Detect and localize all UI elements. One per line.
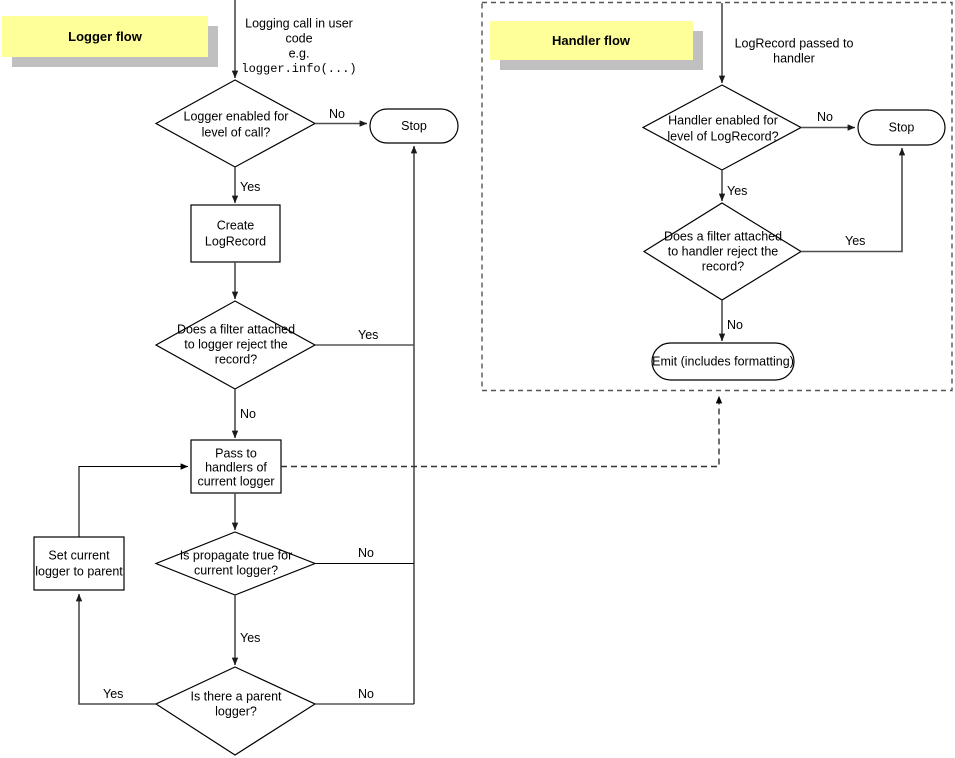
handler-entry-caption-line1: LogRecord passed to	[735, 36, 854, 50]
process-set-parent-line1: Set current	[48, 548, 110, 562]
decision-is-propagate-line1: Is propagate true for	[180, 548, 293, 562]
terminator-handler-stop-label: Stop	[889, 120, 915, 134]
decision-handler-enabled-line1: Handler enabled for	[668, 113, 778, 127]
process-pass-to-handlers-line2: handlers of	[205, 460, 267, 474]
edge-label-handler-filter-yes: Yes	[845, 234, 865, 248]
terminator-emit[interactable]	[651, 342, 795, 381]
terminator-handler-stop[interactable]	[857, 109, 946, 146]
handler-flow-label-box	[490, 21, 693, 60]
handler-flow-container	[481, 1, 953, 392]
process-create-logrecord[interactable]	[190, 204, 281, 263]
logger-flow-label-box	[2, 16, 208, 57]
handler-entry-caption-line2: handler	[773, 51, 815, 65]
edge-label-handler-enabled-yes: Yes	[727, 184, 747, 198]
decision-logger-enabled-line2: level of call?	[202, 125, 271, 139]
decision-handler-enabled[interactable]	[641, 84, 803, 171]
decision-handler-enabled-line2: level of LogRecord?	[667, 129, 778, 143]
process-pass-to-handlers-line1: Pass to	[215, 446, 257, 460]
edge-label-logger-filter-yes: Yes	[358, 328, 378, 342]
logger-entry-caption-line2: code	[285, 31, 312, 45]
process-pass-to-handlers[interactable]	[190, 439, 282, 494]
process-pass-to-handlers-line3: current logger	[197, 474, 274, 488]
logger-entry-caption-line3: e.g.	[289, 46, 310, 60]
edge-label-logger-filter-no: No	[240, 407, 256, 421]
process-set-current-logger-to-parent[interactable]	[33, 536, 125, 591]
decision-logger-filter-line3: record?	[215, 352, 257, 366]
edge-has-parent-yes	[75, 593, 156, 705]
edge-label-handler-filter-no: No	[727, 318, 743, 332]
decision-logger-enabled-line1: Logger enabled for	[184, 109, 289, 123]
decision-has-parent[interactable]	[154, 666, 317, 756]
process-create-logrecord-line2: LogRecord	[205, 234, 266, 248]
logger-entry-caption-line1: Logging call in user	[245, 16, 353, 30]
terminator-logger-stop[interactable]	[369, 108, 459, 144]
edge-label-has-parent-no: No	[358, 687, 374, 701]
edge-label-handler-enabled-no: No	[817, 110, 833, 124]
decision-logger-filter-line2: to logger reject the	[184, 337, 288, 351]
process-create-logrecord-line1: Create	[217, 218, 255, 232]
edge-handler-filter-yes	[801, 147, 906, 253]
decision-handler-filter-line3: record?	[702, 259, 744, 273]
decision-is-propagate-line2: current logger?	[194, 563, 278, 577]
decision-logger-enabled[interactable]	[154, 79, 317, 168]
terminator-emit-label: Emit (includes formatting)	[652, 354, 794, 368]
terminator-logger-stop-label: Stop	[401, 119, 427, 133]
process-set-parent-line2: logger to parent	[35, 564, 123, 578]
decision-has-parent-line2: logger?	[215, 704, 257, 718]
decision-has-parent-line1: Is there a parent	[190, 689, 282, 703]
edge-label-logger-enabled-yes: Yes	[240, 180, 260, 194]
edge-label-logger-enabled-no: No	[329, 107, 345, 121]
edge-label-propagate-yes: Yes	[240, 631, 260, 645]
edge-set-parent-to-pass-handlers	[78, 463, 189, 537]
logger-entry-caption-code: logger.info(...)	[241, 62, 356, 76]
decision-handler-filter-line1: Does a filter attached	[664, 229, 782, 243]
edge-label-has-parent-yes: Yes	[103, 687, 123, 701]
edge-label-propagate-no: No	[358, 546, 374, 560]
decision-handler-filter-line2: to handler reject the	[668, 244, 779, 258]
edge-dashed-handlers-to-handler-flow	[281, 395, 723, 468]
handler-flow-title: Handler flow	[552, 33, 631, 48]
decision-logger-filter-line1: Does a filter attached	[177, 322, 295, 336]
logger-flow-title: Logger flow	[68, 29, 143, 44]
